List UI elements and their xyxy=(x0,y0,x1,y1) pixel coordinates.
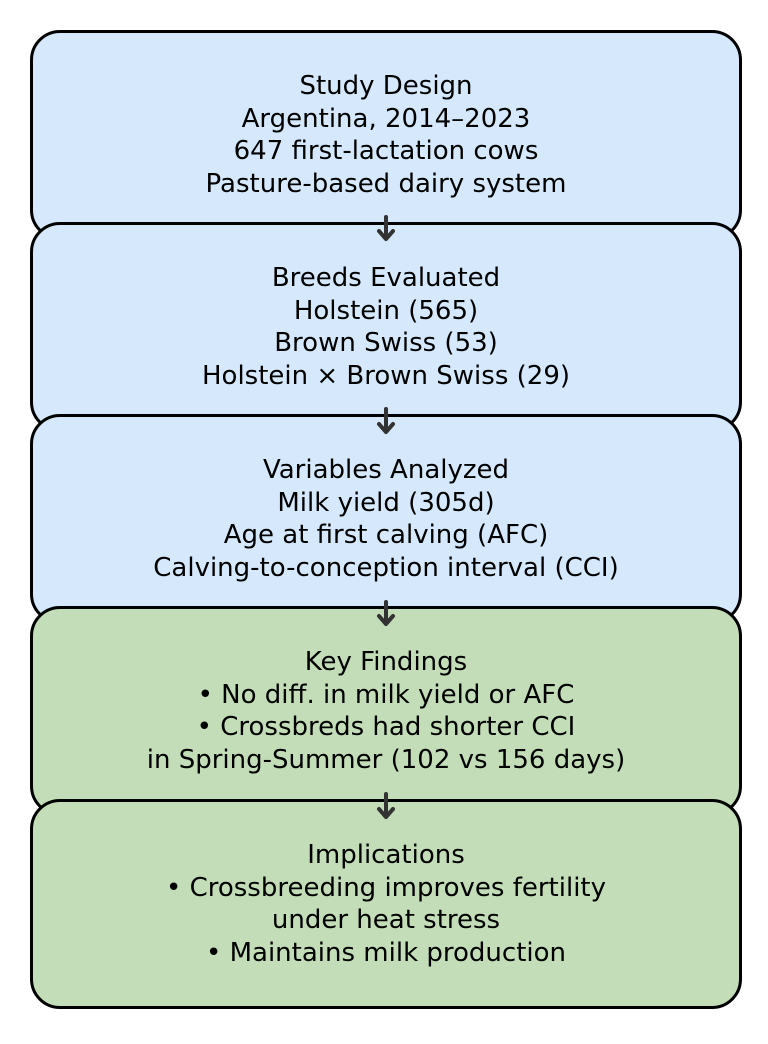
key-findings-line: • Crossbreds had shorter CCI xyxy=(196,712,576,742)
key-findings-title: Key Findings xyxy=(304,647,468,677)
breeds-evaluated-box: Breeds Evaluated Holstein (565) Brown Sw… xyxy=(30,222,742,432)
key-findings-box: Key Findings • No diff. in milk yield or… xyxy=(30,606,742,816)
implications-line: under heat stress xyxy=(271,905,501,935)
study-design-line: 647 first-lactation cows xyxy=(233,136,539,166)
breeds-evaluated-line: Brown Swiss (53) xyxy=(274,328,498,358)
breeds-evaluated-title: Breeds Evaluated xyxy=(271,263,501,293)
variables-analyzed-line: Milk yield (305d) xyxy=(277,487,495,518)
implications-box: Implications • Crossbreeding improves fe… xyxy=(30,799,742,1009)
implications-line: • Crossbreeding improves fertility xyxy=(165,872,607,903)
key-findings-line: in Spring-Summer (102 vs 156 days) xyxy=(146,744,626,775)
study-design-text: Study Design Argentina, 2014–2023 647 fi… xyxy=(206,70,567,200)
breeds-evaluated-line: Holstein (565) xyxy=(293,295,479,326)
study-design-title: Study Design xyxy=(299,71,473,101)
variables-analyzed-text: Variables Analyzed Milk yield (305d) Age… xyxy=(153,454,618,584)
key-findings-text: Key Findings • No diff. in milk yield or… xyxy=(147,646,625,776)
study-design-line: Pasture-based dairy system xyxy=(205,168,567,199)
variables-analyzed-box: Variables Analyzed Milk yield (305d) Age… xyxy=(30,414,742,624)
variables-analyzed-line: Calving-to-conception interval (CCI) xyxy=(153,552,619,583)
implications-text: Implications • Crossbreeding improves fe… xyxy=(166,839,606,969)
breeds-evaluated-line: Holstein × Brown Swiss (29) xyxy=(201,360,571,391)
variables-analyzed-line: Age at first calving (AFC) xyxy=(223,520,549,550)
study-design-line: Argentina, 2014–2023 xyxy=(241,103,531,134)
study-design-box: Study Design Argentina, 2014–2023 647 fi… xyxy=(30,30,742,240)
variables-analyzed-title: Variables Analyzed xyxy=(262,455,510,485)
key-findings-line: • No diff. in milk yield or AFC xyxy=(197,679,575,710)
implications-title: Implications xyxy=(307,840,465,870)
implications-line: • Maintains milk production xyxy=(205,937,566,968)
breeds-evaluated-text: Breeds Evaluated Holstein (565) Brown Sw… xyxy=(202,262,570,392)
